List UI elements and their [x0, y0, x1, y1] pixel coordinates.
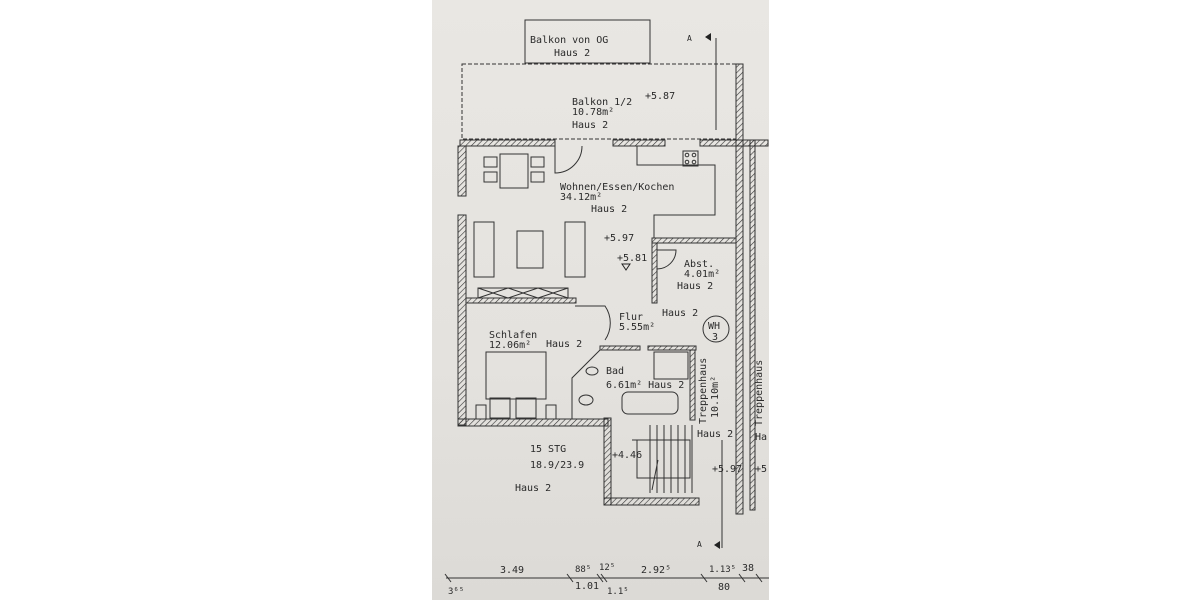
- section-arrow-top: [705, 33, 711, 41]
- dim-3-65: 3⁶⁵: [448, 587, 465, 597]
- dimension-ticks: [444, 573, 763, 583]
- bath-name: Bad: [606, 366, 625, 377]
- stairwell-area: 10.10m²: [710, 375, 721, 418]
- hall-name: Flur: [619, 312, 644, 323]
- balcony-level: +5.87: [645, 91, 676, 102]
- section-label-top: A: [687, 34, 692, 43]
- upper-balcony-outline: [524, 19, 651, 64]
- stairwell-level: +5.97: [712, 464, 743, 475]
- walls: [457, 63, 769, 515]
- upper-balcony-name: Balkon von OG: [530, 35, 609, 46]
- dim-1-01: 1.01: [575, 581, 600, 592]
- living-level-2: +5.81: [617, 253, 648, 264]
- neighbor-house: Ha: [755, 432, 768, 443]
- floor-plan-sheet: Balkon von OG Haus 2 Balkon 1/2 +5.87 10…: [432, 0, 769, 600]
- bedroom-name: Schlafen: [489, 330, 538, 341]
- unit-number: 3: [712, 332, 719, 343]
- dim-88-5: 88⁵: [575, 565, 592, 575]
- hall-area: 5.55m²: [619, 322, 656, 333]
- stairwell-name: Treppenhaus: [698, 357, 709, 424]
- dim-38: 38: [742, 563, 755, 574]
- unit-circle: [702, 315, 730, 343]
- dim-1-1-5: 1.1⁵: [607, 587, 629, 597]
- section-arrow-bottom: [714, 541, 720, 549]
- balcony-house: Haus 2: [572, 120, 609, 131]
- living-name: Wohnen/Essen/Kochen: [560, 182, 675, 193]
- dim-3-49: 3.49: [500, 565, 525, 576]
- stairs-steps: 15 STG: [530, 444, 567, 455]
- storage-name: Abst.: [684, 259, 715, 270]
- section-label-bottom: A: [697, 540, 702, 549]
- bedroom-house: Haus 2: [546, 339, 583, 350]
- dim-12-5: 12⁵: [599, 563, 616, 573]
- upper-balcony-house: Haus 2: [554, 48, 591, 59]
- balcony-name: Balkon 1/2: [572, 97, 633, 108]
- stair-treads: [632, 425, 693, 493]
- stairs-house: Haus 2: [515, 483, 552, 494]
- stairs-ratio: 18.9/23.9: [530, 460, 585, 471]
- stairwell-house: Haus 2: [697, 429, 734, 440]
- bedroom-area: 12.06m²: [489, 340, 532, 351]
- stairs-level: +4.46: [612, 450, 643, 461]
- living-area: 34.12m²: [560, 192, 603, 203]
- neighbor-level: +5.: [755, 464, 769, 475]
- balcony-area: 10.78m²: [572, 107, 615, 118]
- neighbor-stairwell-name: Treppenhaus: [754, 359, 765, 426]
- unit-label: WH: [708, 321, 721, 332]
- living-house: Haus 2: [591, 204, 628, 215]
- floor-plan-drawing: [444, 19, 769, 583]
- dim-2-92-5: 2.92⁵: [641, 565, 672, 576]
- dim-80: 80: [718, 582, 731, 593]
- storage-area: 4.01m²: [684, 269, 721, 280]
- storage-house: Haus 2: [677, 281, 714, 292]
- dim-1-13-5: 1.13⁵: [709, 565, 737, 575]
- bath-area-house: 6.61m² Haus 2: [606, 380, 685, 391]
- hall-house: Haus 2: [662, 308, 699, 319]
- living-level-1: +5.97: [604, 233, 635, 244]
- balcony-outline: [461, 63, 737, 140]
